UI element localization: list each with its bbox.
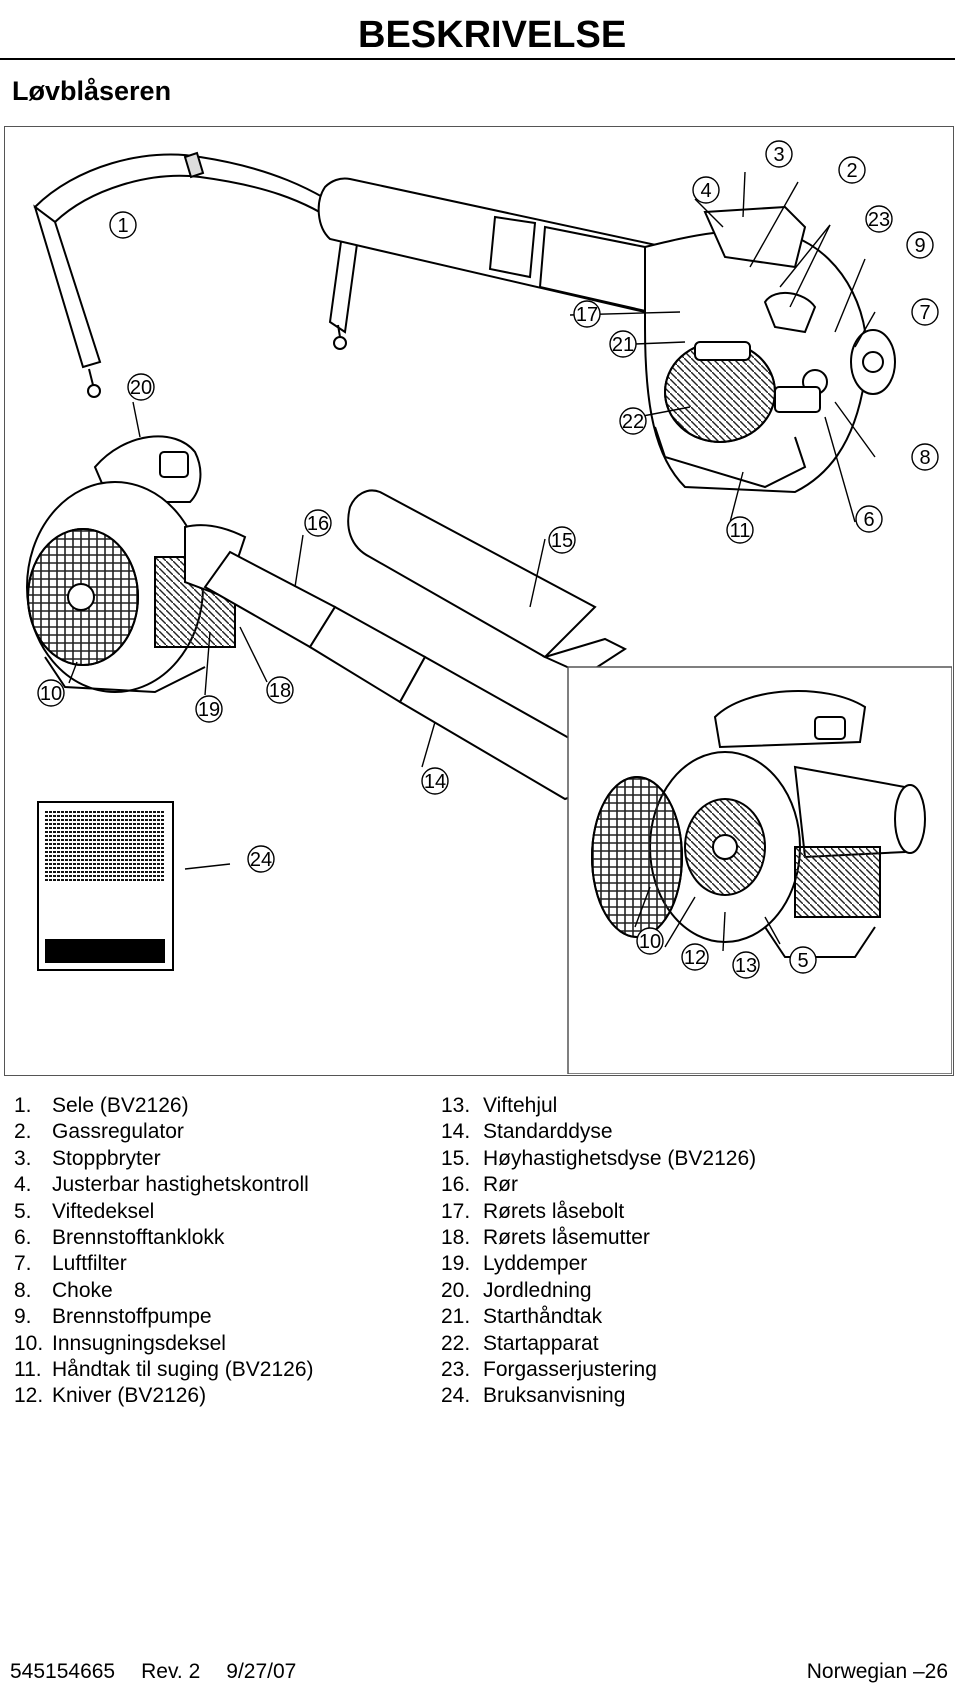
- parts-list-right: 13.Viftehjul 14.Standarddyse 15.Høyhasti…: [441, 1093, 756, 1410]
- list-item: 12.Kniver (BV2126): [14, 1384, 207, 1408]
- section-title: Løvblåseren: [12, 76, 172, 106]
- list-item: 14.Standarddyse: [441, 1120, 613, 1144]
- svg-text:8: 8: [919, 447, 930, 469]
- svg-text:2: 2: [846, 160, 857, 182]
- callout-3: 3: [765, 140, 793, 168]
- svg-text:1: 1: [117, 215, 128, 237]
- callout-24: 24: [247, 845, 275, 873]
- callout-2: 2: [838, 156, 866, 184]
- parts-illustration: 1 2 3 4 5 6 7 8 9 10 10 11 12 13 14 15 1…: [4, 126, 954, 1076]
- list-item: 13.Viftehjul: [441, 1094, 558, 1117]
- page-number: Norwegian –26: [806, 1660, 948, 1683]
- list-item: 3.Stoppbryter: [14, 1146, 161, 1170]
- callout-15: 15: [548, 526, 576, 554]
- part-number: 545154665: [10, 1660, 116, 1683]
- page-title: BESKRIVELSE: [358, 14, 627, 56]
- list-item: 22.Startapparat: [441, 1331, 599, 1355]
- callout-1: 1: [109, 211, 137, 239]
- list-item: 1.Sele (BV2126): [14, 1094, 189, 1117]
- date: 9/27/07: [226, 1660, 297, 1683]
- svg-text:6: 6: [863, 509, 874, 531]
- list-item: 21.Starthåndtak: [441, 1305, 603, 1329]
- callout-18: 18: [266, 676, 294, 704]
- list-item: 19.Lyddemper: [441, 1252, 588, 1276]
- list-item: 2.Gassregulator: [14, 1120, 184, 1144]
- callout-11: 11: [726, 516, 754, 544]
- svg-text:16: 16: [307, 513, 329, 535]
- list-item: 16.Rør: [441, 1173, 518, 1197]
- callout-19: 19: [195, 695, 223, 723]
- callout-16: 16: [304, 509, 332, 537]
- svg-text:7: 7: [919, 302, 930, 324]
- callout-markers: 1 2 3 4 5 6 7 8 9 10 10 11 12 13 14 15 1…: [37, 140, 939, 979]
- callout-13: 13: [732, 951, 760, 979]
- callout-10: 10: [37, 679, 65, 707]
- svg-text:14: 14: [424, 771, 446, 793]
- svg-text:20: 20: [130, 377, 152, 399]
- list-item: 10.Innsugningsdeksel: [14, 1331, 226, 1355]
- list-item: 11.Håndtak til suging (BV2126): [14, 1358, 314, 1382]
- list-item: 17.Rørets låsebolt: [441, 1199, 625, 1223]
- list-item: 7.Luftfilter: [14, 1252, 127, 1276]
- svg-text:17: 17: [576, 304, 598, 326]
- svg-text:11: 11: [730, 520, 751, 542]
- svg-text:4: 4: [700, 180, 711, 202]
- svg-text:21: 21: [612, 334, 634, 356]
- callout-20: 20: [127, 373, 155, 401]
- list-item: 4.Justerbar hastighetskontroll: [14, 1173, 309, 1197]
- svg-text:10: 10: [40, 683, 62, 705]
- callout-17: 17: [573, 300, 601, 328]
- callout-23: 23: [865, 205, 893, 233]
- list-item: 15.Høyhastighetsdyse (BV2126): [441, 1146, 757, 1170]
- blower-left: [26, 435, 247, 694]
- svg-text:3: 3: [773, 144, 784, 166]
- svg-text:12: 12: [684, 947, 706, 969]
- tubes: [203, 489, 628, 801]
- list-item: 5.Viftedeksel: [14, 1199, 155, 1223]
- list-item: 20.Jordledning: [441, 1278, 592, 1302]
- list-item: 6.Brennstofftanklokk: [14, 1226, 225, 1250]
- callout-4: 4: [692, 176, 720, 204]
- callout-8: 8: [911, 443, 939, 471]
- header-divider: [0, 58, 955, 60]
- callout-12: 12: [681, 943, 709, 971]
- svg-text:18: 18: [269, 680, 291, 702]
- svg-text:19: 19: [198, 699, 220, 721]
- inset-fan-illustration: [567, 666, 952, 1074]
- callout-6: 6: [855, 505, 883, 533]
- svg-text:23: 23: [868, 209, 890, 231]
- list-item: 23.Forgasserjustering: [441, 1358, 657, 1382]
- callout-21: 21: [609, 330, 637, 358]
- callout-5: 5: [789, 946, 817, 974]
- footer-meta: 545154665 Rev. 2 9/27/07: [10, 1660, 322, 1684]
- svg-text:13: 13: [735, 955, 757, 977]
- parts-list-left: 1.Sele (BV2126) 2.Gassregulator 3.Stoppb…: [14, 1093, 314, 1410]
- list-item: 8.Choke: [14, 1278, 113, 1302]
- svg-text:10: 10: [639, 931, 661, 953]
- svg-text:9: 9: [914, 235, 925, 257]
- callout-9: 9: [906, 231, 934, 259]
- svg-text:5: 5: [797, 950, 808, 972]
- svg-text:15: 15: [551, 530, 573, 552]
- revision: Rev. 2: [141, 1660, 201, 1683]
- harness-strap: [33, 151, 362, 398]
- svg-text:22: 22: [622, 411, 644, 433]
- blower-top: [317, 177, 896, 494]
- list-item: 24.Bruksanvisning: [441, 1384, 626, 1408]
- callout-7: 7: [911, 298, 939, 326]
- callout-10: 10: [636, 927, 664, 955]
- callout-22: 22: [619, 407, 647, 435]
- manual-illustration: [37, 801, 174, 971]
- list-item: 18.Rørets låsemutter: [441, 1226, 650, 1250]
- list-item: 9.Brennstoffpumpe: [14, 1305, 212, 1329]
- callout-14: 14: [421, 767, 449, 795]
- svg-text:24: 24: [250, 849, 272, 871]
